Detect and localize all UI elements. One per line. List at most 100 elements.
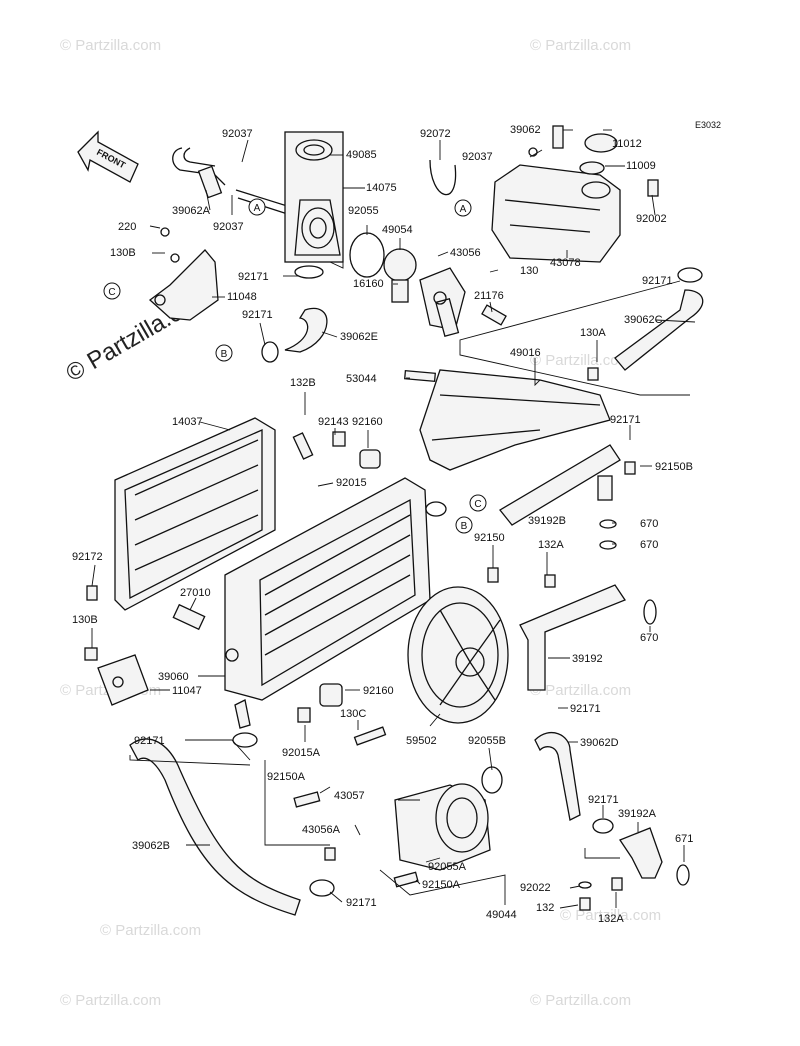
- callout-c: C: [469, 494, 487, 512]
- part-label: 49044: [486, 909, 517, 921]
- part-label: 671: [675, 833, 693, 845]
- hose-clamp: [232, 732, 258, 748]
- part-label: 92055: [348, 205, 379, 217]
- callout-a: A: [454, 199, 472, 217]
- part-label: 92171: [242, 309, 273, 321]
- hose-39062D: [534, 731, 581, 821]
- part-label: 92022: [520, 882, 551, 894]
- part-label: 92171: [588, 794, 619, 806]
- part-label: 14037: [172, 416, 203, 428]
- part-label: 59502: [406, 735, 437, 747]
- part-label: 132: [536, 902, 554, 914]
- part-label: 39062E: [340, 331, 378, 343]
- collar-92143: [332, 431, 346, 447]
- part-label: 130B: [72, 614, 98, 626]
- o-ring-670: [599, 519, 617, 529]
- part-label: 49085: [346, 149, 377, 161]
- svg-text:A: A: [460, 204, 467, 215]
- shroud-49016: [419, 369, 611, 471]
- watermark: © Partzilla.com: [530, 352, 631, 369]
- bolt-43056A: [324, 847, 336, 861]
- watermark: © Partzilla.com: [530, 682, 631, 699]
- part-label: 39192B: [528, 515, 566, 527]
- o-ring-670: [643, 599, 657, 625]
- part-label: 670: [640, 518, 658, 530]
- part-label: 92015: [336, 477, 367, 489]
- part-label: 11009: [626, 160, 656, 172]
- part-label: 92150A: [422, 879, 461, 891]
- part-label: 92150: [474, 532, 505, 544]
- part-label: 132A: [598, 913, 624, 925]
- part-label: 92037: [222, 128, 253, 140]
- bolt-132: [579, 897, 591, 911]
- part-label: 11048: [227, 291, 257, 303]
- hose-clamp: [592, 818, 614, 834]
- part-label: 39062B: [132, 840, 170, 852]
- part-label: 92160: [363, 685, 394, 697]
- pipe-39192A: [619, 827, 663, 879]
- part-label: 92055B: [468, 735, 506, 747]
- part-label: 39192: [572, 653, 603, 665]
- tank-strap: [429, 159, 457, 196]
- part-label: 670: [640, 632, 658, 644]
- part-label: 92015A: [282, 747, 321, 759]
- part-label: 220: [118, 221, 136, 233]
- pipe-39192B: [499, 444, 621, 526]
- water-pump-49044: [394, 766, 503, 871]
- part-label: 39062A: [172, 205, 211, 217]
- part-label: 670: [640, 539, 658, 551]
- temp-sensor: [481, 304, 507, 326]
- part-label: 130C: [340, 708, 366, 720]
- svg-text:C: C: [474, 499, 481, 510]
- watermark: © Partzilla.com: [60, 992, 161, 1009]
- bolt-130A: [587, 367, 599, 381]
- watermark: © Partzilla.com: [60, 37, 161, 54]
- bolt-92150A: [393, 871, 419, 888]
- hose-39062B: [129, 738, 301, 916]
- part-label: 92055A: [428, 861, 467, 873]
- diagram-code: E3032: [695, 120, 721, 130]
- part-label: 39062D: [580, 737, 619, 749]
- front-arrow-icon: FRONT: [77, 130, 139, 183]
- o-ring-671: [676, 864, 690, 886]
- bolt-92172: [86, 585, 98, 601]
- callout-c: C: [103, 282, 121, 300]
- part-label: 53044: [346, 373, 377, 385]
- part-label: 130: [520, 265, 538, 277]
- hose-clamp: [309, 879, 335, 897]
- part-label: 16160: [353, 278, 384, 290]
- watermark: © Partzilla.com: [530, 37, 631, 54]
- part-53044: [404, 370, 436, 382]
- part-label: 92171: [610, 414, 641, 426]
- part-label: 92143: [318, 416, 349, 428]
- part-label: 39192A: [618, 808, 657, 820]
- part-label: 39062C: [624, 314, 663, 326]
- bolt-92150A: [293, 791, 321, 808]
- watermark: © Partzilla.com: [560, 907, 661, 924]
- part-label: 21176: [474, 290, 504, 302]
- watermark: © Partzilla.com: [100, 922, 201, 939]
- part-label: 92160: [352, 416, 383, 428]
- part-label: 92002: [636, 213, 667, 225]
- thermostat: [383, 248, 417, 303]
- pipe-elbow: [597, 475, 613, 501]
- callout-b: B: [215, 344, 233, 362]
- hose-39062C: [614, 289, 704, 371]
- part-label: 132B: [290, 377, 316, 389]
- part-label: 43056A: [302, 824, 341, 836]
- part-label: 11012: [612, 138, 642, 150]
- reservoir-tank: [491, 125, 659, 263]
- washer-92022: [578, 881, 592, 889]
- fan-switch-27010: [172, 603, 206, 631]
- part-label: 92172: [72, 551, 103, 563]
- part-label: 92150A: [267, 771, 306, 783]
- part-label: 49016: [510, 347, 541, 359]
- hose-clamp: [677, 267, 703, 283]
- filler-neck-assembly: [148, 131, 344, 321]
- hose-clamp: [261, 341, 279, 363]
- part-label: 92171: [134, 735, 165, 747]
- o-ring-670: [599, 540, 617, 550]
- part-label: 92171: [642, 275, 673, 287]
- part-label: 130B: [110, 247, 136, 259]
